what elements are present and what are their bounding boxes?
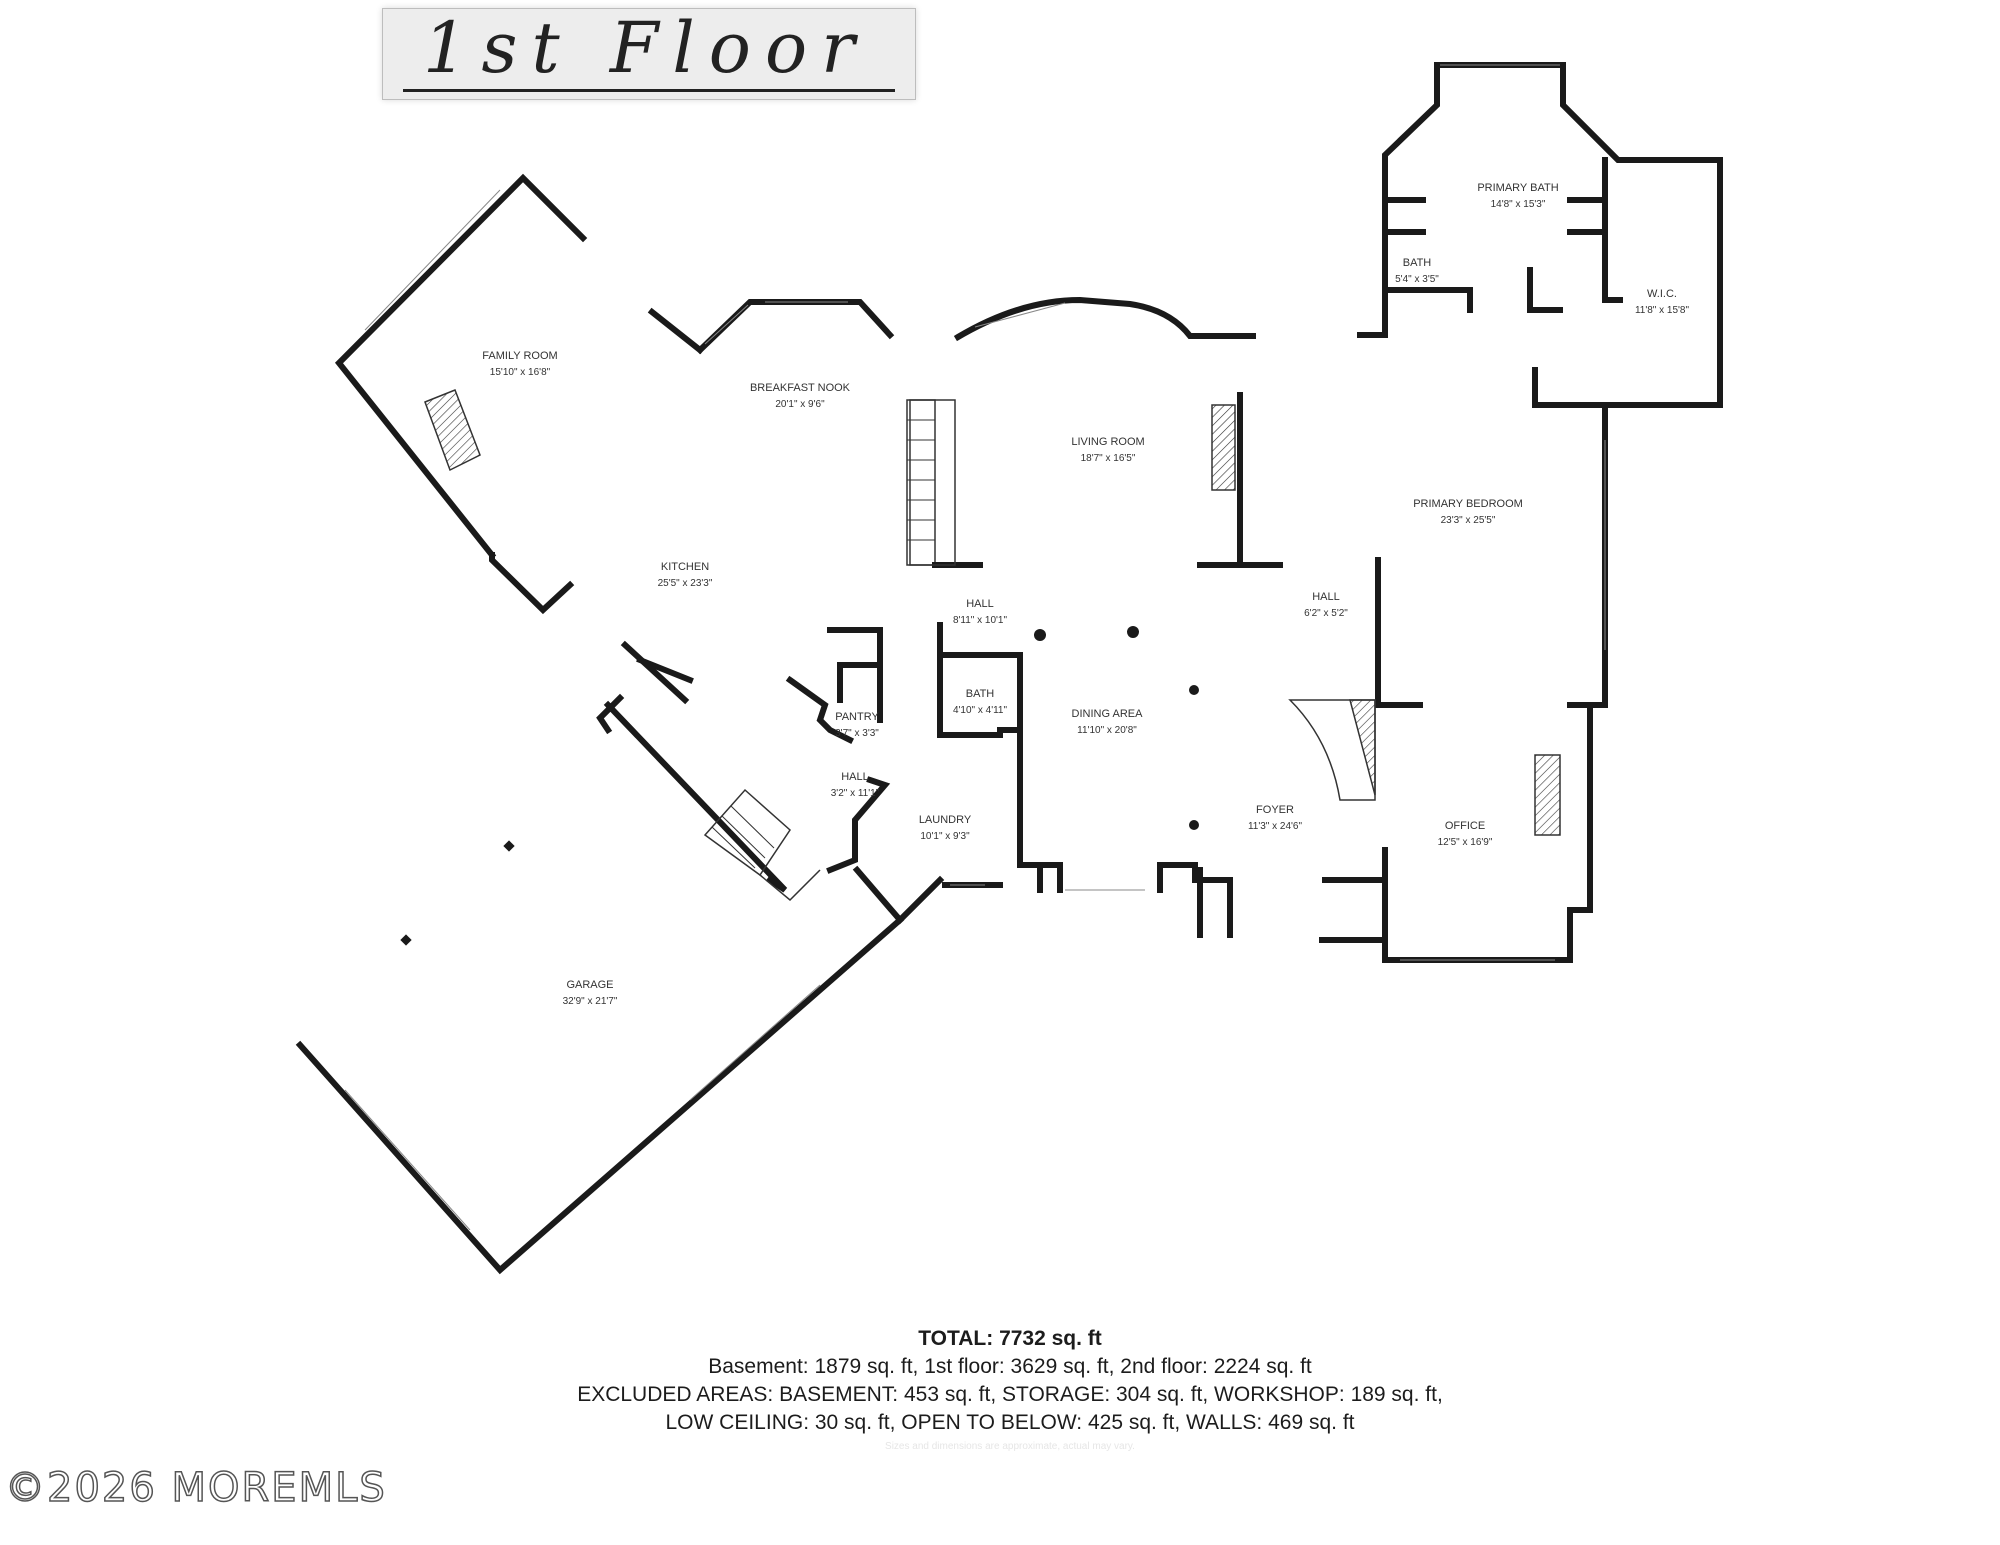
floor-areas-line: Basement: 1879 sq. ft, 1st floor: 3629 s… — [708, 1355, 1312, 1378]
service-area-walls — [603, 627, 945, 925]
room-dims: 14'8" x 15'3" — [1491, 199, 1546, 210]
disclaimer: Sizes and dimensions are approximate, ac… — [885, 1441, 1135, 1452]
room-name: BATH — [1403, 257, 1432, 269]
room-label-pantry: PANTRY 3'7" x 3'3" — [835, 711, 879, 739]
excluded-areas-line: EXCLUDED AREAS: BASEMENT: 453 sq. ft, ST… — [577, 1383, 1443, 1406]
room-name: BATH — [966, 688, 995, 700]
garage-walls — [295, 693, 905, 1275]
room-label-bath-center: BATH 4'10" x 4'11" — [953, 688, 1008, 716]
room-dims: 32'9" x 21'7" — [563, 996, 618, 1007]
room-dims: 18'7" x 16'5" — [1081, 453, 1136, 464]
room-name: PANTRY — [835, 711, 879, 723]
room-name: FOYER — [1256, 804, 1294, 816]
room-label-hall-center: HALL 8'11" x 10'1" — [953, 598, 1008, 626]
room-name: HALL — [966, 598, 994, 610]
room-dims: 20'1" x 9'6" — [775, 399, 825, 410]
room-dims: 4'10" x 4'11" — [953, 705, 1008, 716]
room-labels: FAMILY ROOM 15'10" x 16'8" BREAKFAST NOO… — [482, 182, 1689, 1007]
room-label-dining-area: DINING AREA 11'10" x 20'8" — [1072, 708, 1144, 736]
room-name: PRIMARY BATH — [1477, 182, 1558, 194]
room-label-breakfast-nook: BREAKFAST NOOK 20'1" x 9'6" — [750, 382, 851, 410]
total-area: TOTAL: 7732 sq. ft — [918, 1327, 1102, 1350]
room-label-hall-pantry: HALL 3'2" x 11'1" — [831, 771, 880, 799]
room-label-primary-bath: PRIMARY BATH 14'8" x 15'3" — [1477, 182, 1558, 210]
east-hall-walls — [1197, 557, 1593, 963]
room-name: LAUNDRY — [919, 814, 972, 826]
room-name: W.I.C. — [1647, 288, 1677, 300]
breakfast-nook-walls — [647, 299, 895, 355]
room-label-living-room: LIVING ROOM 18'7" x 16'5" — [1071, 436, 1144, 464]
room-name: KITCHEN — [661, 561, 709, 573]
room-dims: 25'5" x 23'3" — [658, 578, 713, 589]
floor-title-box: 1st Floor — [382, 7, 916, 100]
room-name: GARAGE — [566, 979, 613, 991]
room-label-wic: W.I.C. 11'8" x 15'8" — [1635, 288, 1690, 316]
room-dims: 3'2" x 11'1" — [831, 788, 880, 799]
room-dims: 3'7" x 3'3" — [835, 728, 879, 739]
room-dims: 11'3" x 24'6" — [1248, 821, 1303, 832]
room-dims: 8'11" x 10'1" — [953, 615, 1008, 626]
area-summary: TOTAL: 7732 sq. ft Basement: 1879 sq. ft… — [460, 1325, 1560, 1457]
room-label-family-room: FAMILY ROOM 15'10" x 16'8" — [482, 350, 557, 378]
room-name: BREAKFAST NOOK — [750, 382, 851, 394]
room-dims: 6'2" x 5'2" — [1304, 608, 1348, 619]
room-label-hall-east: HALL 6'2" x 5'2" — [1304, 591, 1348, 619]
room-dims: 15'10" x 16'8" — [490, 367, 551, 378]
room-dims: 11'8" x 15'8" — [1635, 305, 1690, 316]
room-dims: 12'5" x 16'9" — [1438, 837, 1493, 848]
room-name: FAMILY ROOM — [482, 350, 557, 362]
center-core-walls — [909, 399, 1199, 893]
room-name: HALL — [1312, 591, 1340, 603]
room-label-primary-bedroom: PRIMARY BEDROOM 23'3" x 25'5" — [1413, 498, 1523, 526]
room-dims: 5'4" x 3'5" — [1395, 274, 1439, 285]
room-label-laundry: LAUNDRY 10'1" x 9'3" — [919, 814, 972, 842]
living-room-walls — [906, 296, 1256, 568]
room-dims: 11'10" x 20'8" — [1077, 725, 1137, 736]
floor-title-underline — [403, 89, 895, 92]
room-name: LIVING ROOM — [1071, 436, 1144, 448]
room-name: HALL — [841, 771, 869, 783]
floor-title: 1st Floor — [423, 7, 869, 89]
room-name: PRIMARY BEDROOM — [1413, 498, 1523, 510]
room-dims: 23'3" x 25'5" — [1441, 515, 1496, 526]
copyright-watermark: ©2026 MOREMLS — [4, 1464, 387, 1512]
room-label-garage: GARAGE 32'9" x 21'7" — [563, 979, 618, 1007]
room-label-bath-primary: BATH 5'4" x 3'5" — [1395, 257, 1439, 285]
primary-suite-walls — [1357, 62, 1723, 708]
room-name: OFFICE — [1445, 820, 1485, 832]
excluded-areas-line-2: LOW CEILING: 30 sq. ft, OPEN TO BELOW: 4… — [665, 1411, 1355, 1434]
room-dims: 10'1" x 9'3" — [920, 831, 970, 842]
room-label-foyer: FOYER 11'3" x 24'6" — [1248, 804, 1303, 832]
west-wing-walls — [334, 173, 588, 615]
room-name: DINING AREA — [1072, 708, 1144, 720]
room-label-office: OFFICE 12'5" x 16'9" — [1438, 820, 1493, 848]
room-label-kitchen: KITCHEN 25'5" x 23'3" — [658, 561, 713, 589]
